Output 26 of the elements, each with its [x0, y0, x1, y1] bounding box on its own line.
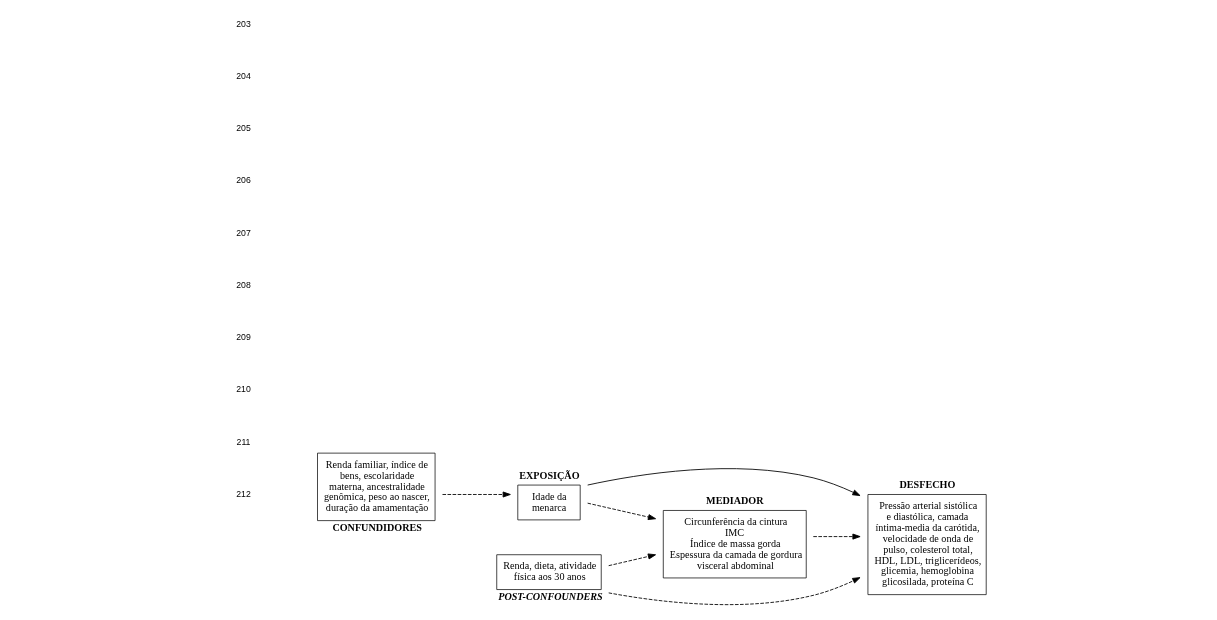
- label: 210: [236, 384, 251, 395]
- arrow: [587, 502, 657, 520]
- label: 211: [236, 436, 251, 447]
- label: 206: [236, 175, 251, 186]
- node-label: DESFECHO: [899, 479, 956, 491]
- arrow: [812, 533, 861, 540]
- label: 203: [236, 18, 251, 29]
- node-box: Idade da menarca: [517, 484, 581, 521]
- arrow: [608, 553, 656, 567]
- node-label: EXPOSIÇÃO: [519, 469, 580, 481]
- label: 205: [236, 123, 251, 134]
- label: 208: [236, 279, 251, 290]
- node-box: Pressão arterial sistólica e diastólica, camada íntima-media da carótida, velocidade de onda de pulso, colesterol total, HDL, LDL, triglicerídeos, glicemia, hemoglobina glicosilada, proteína C: [867, 494, 987, 595]
- node-label: POST-CONFOUNDERS: [498, 590, 603, 602]
- label: 209: [236, 332, 251, 343]
- node-box: Renda, dieta, atividade física aos 30 anos: [496, 554, 602, 590]
- node-label: CONFUNDIDORES: [332, 521, 422, 533]
- arrow: [608, 577, 861, 606]
- node-box: Renda familiar, índice de bens, escolaridade materna, ancestralidade genômica, peso ao nascer, duração da amamentação: [317, 452, 436, 521]
- node-box: Circunferência da cintura IMC Índice de massa gorda Espessura da camada de gordura visceral abdominal: [662, 510, 807, 579]
- label: 204: [236, 70, 251, 81]
- arrow: [587, 468, 861, 497]
- node-label: MEDIADOR: [706, 495, 764, 507]
- label: 212: [236, 488, 251, 499]
- arrow: [442, 491, 511, 498]
- label: 207: [236, 227, 251, 238]
